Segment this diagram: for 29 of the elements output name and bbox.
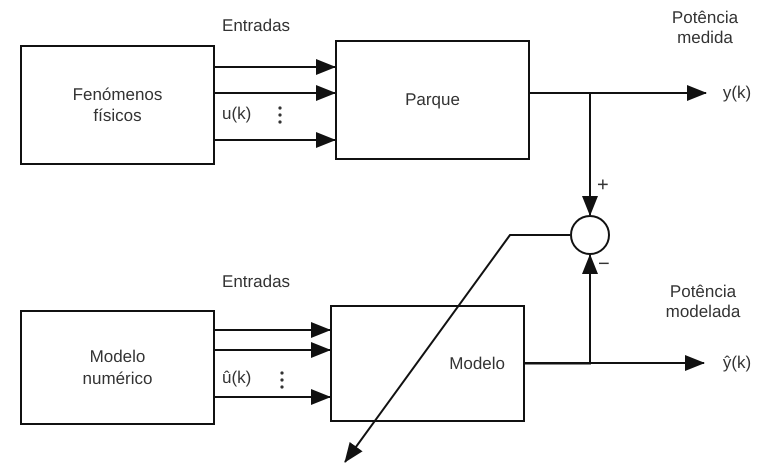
arrow [215, 85, 336, 101]
arrow [215, 132, 336, 148]
process-box [335, 40, 530, 160]
signal-label: Entradas [222, 16, 290, 36]
output-signal-label: ŷ(k) [712, 351, 762, 375]
block-label: Parque [405, 89, 460, 111]
signal-label: u(k) [222, 104, 252, 124]
signal-label: Entradas [222, 272, 290, 292]
process-box [20, 45, 215, 165]
block-label: Fenómenos físicos [72, 84, 164, 126]
block-label: Modelo [449, 352, 505, 374]
output-signal-label: y(k) [712, 81, 762, 105]
block-label: Modelo numérico [82, 346, 154, 389]
signal-label: − [598, 252, 610, 276]
arrow [215, 59, 336, 75]
signal-label: Potência modelada [664, 282, 742, 323]
process-box [330, 305, 525, 422]
arrow [525, 355, 705, 371]
process-box [20, 310, 215, 425]
arrow [525, 254, 598, 364]
arrow [215, 322, 331, 338]
arrow [215, 342, 331, 358]
arrow [215, 389, 331, 405]
arrow [344, 234, 570, 463]
signal-label: û(k) [222, 368, 252, 388]
arrow [530, 92, 598, 216]
summing-junction [570, 215, 610, 255]
signal-label: + [597, 173, 609, 197]
signal-label: Potência medida [670, 8, 740, 49]
